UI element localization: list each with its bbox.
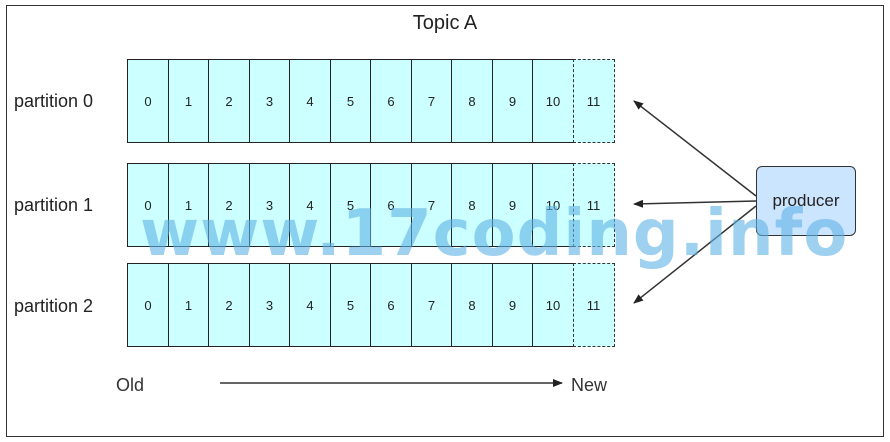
partition-label: partition 0: [14, 91, 94, 111]
topic-frame: [6, 5, 884, 437]
new-label: New: [571, 375, 608, 395]
offset-cell: 6: [370, 59, 412, 143]
offset-cell: 0: [127, 263, 169, 347]
offset-cell: 1: [167, 59, 210, 143]
producer-arrow: [633, 199, 757, 208]
watermark: www.17coding.info: [140, 197, 849, 271]
offset-cell: 3: [248, 59, 291, 143]
producer-box: producer: [756, 166, 856, 236]
pending-offset-cell: 11: [572, 263, 615, 347]
offset-cell: 1: [167, 163, 210, 247]
offset-cell: 10: [532, 163, 574, 247]
offset-cell: 2: [208, 163, 250, 247]
offset-cell: 8: [451, 263, 493, 347]
partition-label: partition 1: [14, 195, 94, 215]
partition-label: partition 2: [14, 296, 94, 316]
producer-label: producer: [772, 191, 840, 210]
offset-cell: 4: [289, 263, 331, 347]
producer-arrow: [633, 205, 757, 304]
offset-cell: 8: [451, 59, 493, 143]
offset-cell: 1: [167, 263, 210, 347]
offset-cell: 0: [127, 59, 169, 143]
offset-cell: 5: [329, 263, 372, 347]
offset-cell: 2: [208, 59, 250, 143]
producer-arrow: [633, 100, 757, 197]
offset-cell: 7: [410, 59, 453, 143]
pending-offset-cell: 11: [572, 163, 615, 247]
old-label: Old: [116, 375, 145, 395]
offset-cell: 2: [208, 263, 250, 347]
offset-cell: 3: [248, 263, 291, 347]
offset-cell: 6: [370, 263, 412, 347]
offset-cell: 8: [451, 163, 493, 247]
pending-offset-cell: 11: [572, 59, 615, 143]
topic-title: Topic A: [412, 12, 478, 34]
